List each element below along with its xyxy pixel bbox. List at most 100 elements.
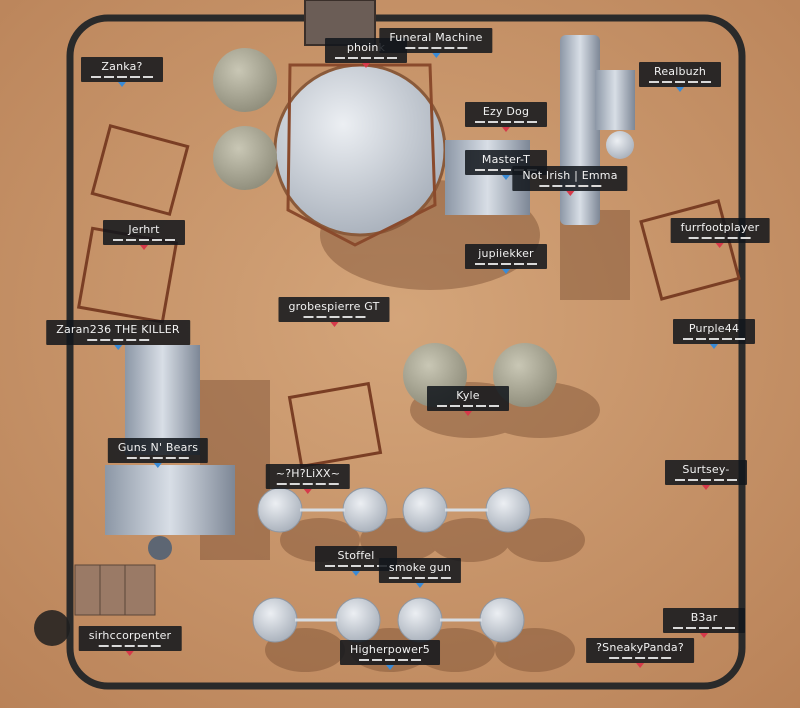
health-bars [91, 76, 153, 78]
health-bars [522, 185, 617, 187]
player-name: Ezy Dog [482, 105, 530, 118]
twin-tank-right [493, 343, 557, 407]
player-tag-ezy-dog: Ezy Dog [465, 102, 547, 132]
player-tag-furrfootplayer: furrfootplayer [670, 218, 770, 248]
player-tag-sneakypanda: ?SneakyPanda? [586, 638, 694, 668]
team-marker [502, 175, 510, 180]
player-name: phoink [346, 41, 386, 54]
health-bars [276, 483, 340, 485]
team-marker [329, 322, 338, 327]
player-tag-jerhrt: Jerhrt [103, 220, 185, 250]
player-tag-realbuzh: Realbuzh [639, 62, 721, 92]
team-marker [464, 411, 472, 416]
team-marker [565, 191, 574, 196]
player-tag-sirhccorpenter: sirhccorpenter [78, 626, 182, 656]
cylinder-tanks [252, 487, 531, 643]
player-name: Jerhrt [128, 223, 160, 236]
health-bars [673, 627, 735, 629]
health-bars [335, 57, 397, 59]
team-marker [676, 87, 684, 92]
health-bars [475, 263, 537, 265]
team-marker [502, 127, 510, 132]
player-name: Higherpower5 [350, 643, 430, 656]
team-marker [126, 651, 134, 656]
storage-dome [273, 63, 447, 237]
team-marker [432, 53, 440, 58]
team-marker [710, 344, 718, 349]
team-marker [362, 63, 370, 68]
player-name: Purple44 [688, 322, 740, 335]
factory-block [125, 345, 200, 455]
player-tag-zaran236-the-killer: Zaran236 THE KILLER [46, 320, 190, 350]
player-name: Zaran236 THE KILLER [56, 323, 180, 336]
player-tag-jupiiekker: jupiiekker [465, 244, 547, 274]
health-bars [675, 479, 737, 481]
player-name: Zanka? [101, 60, 143, 73]
player-tag-guns-n-bears: Guns N' Bears [107, 438, 209, 468]
health-bars [649, 81, 711, 83]
player-tag-grobespierre-gt: grobespierre GT [278, 297, 390, 327]
team-marker [715, 243, 724, 248]
olive-tank [213, 126, 277, 190]
health-bars [325, 565, 387, 567]
factory-lower [105, 465, 235, 535]
player-name: sirhccorpenter [88, 629, 172, 642]
team-marker [385, 665, 394, 670]
player-name: smoke gun [388, 561, 452, 574]
player-name: Not Irish | Emma [522, 169, 618, 182]
team-marker [416, 583, 424, 588]
team-marker [153, 463, 162, 468]
refinery-column [595, 70, 635, 130]
dome-scaffold [286, 63, 437, 247]
player-name: Master-T [481, 153, 531, 166]
team-marker [636, 663, 644, 668]
player-tag-funeral-machine: Funeral Machine [379, 28, 493, 58]
player-tag-purple44: Purple44 [673, 319, 755, 349]
player-name: B3ar [690, 611, 718, 624]
health-bars [683, 338, 745, 340]
player-tag-zanka: Zanka? [81, 57, 163, 87]
health-bars [389, 47, 482, 49]
team-marker [114, 345, 122, 350]
player-name: ~?H?LiXX~ [275, 467, 341, 480]
perimeter-road [66, 14, 746, 690]
health-bars [288, 316, 379, 318]
player-tag-kyle: Kyle [427, 386, 509, 416]
player-tag-b3ar: B3ar [663, 608, 745, 638]
player-name: grobespierre GT [288, 300, 380, 313]
player-name: Surtsey- [682, 463, 730, 476]
team-marker [352, 571, 360, 576]
player-name: ?SneakyPanda? [596, 641, 684, 654]
health-bars [89, 645, 172, 647]
team-marker [502, 269, 510, 274]
health-bars [389, 577, 451, 579]
team-marker [118, 82, 126, 87]
player-name: Funeral Machine [389, 31, 483, 44]
team-marker [700, 633, 708, 638]
health-bars [118, 457, 198, 459]
explosion-smoke [34, 610, 70, 646]
player-tag-lixx: ~?H?LiXX~ [265, 464, 351, 494]
health-bars [596, 657, 684, 659]
player-name: Stoffel [337, 549, 375, 562]
player-name: Guns N' Bears [117, 441, 199, 454]
refinery-top [606, 131, 634, 159]
player-tag-smoke-gun: smoke gun [378, 558, 462, 588]
gear-wheel [148, 536, 172, 560]
player-name: Realbuzh [653, 65, 706, 78]
olive-tank [213, 48, 277, 112]
health-bars [350, 659, 430, 661]
player-name: jupiiekker [478, 247, 534, 260]
team-marker [303, 489, 312, 494]
health-bars [113, 239, 175, 241]
player-name: furrfootplayer [680, 221, 760, 234]
health-bars [681, 237, 760, 239]
health-bars [475, 121, 537, 123]
player-tag-higherpower5: Higherpower5 [340, 640, 440, 670]
team-marker [140, 245, 148, 250]
health-bars [437, 405, 499, 407]
crate-stack [74, 564, 156, 616]
health-bars [56, 339, 180, 341]
player-name: Kyle [456, 389, 480, 402]
